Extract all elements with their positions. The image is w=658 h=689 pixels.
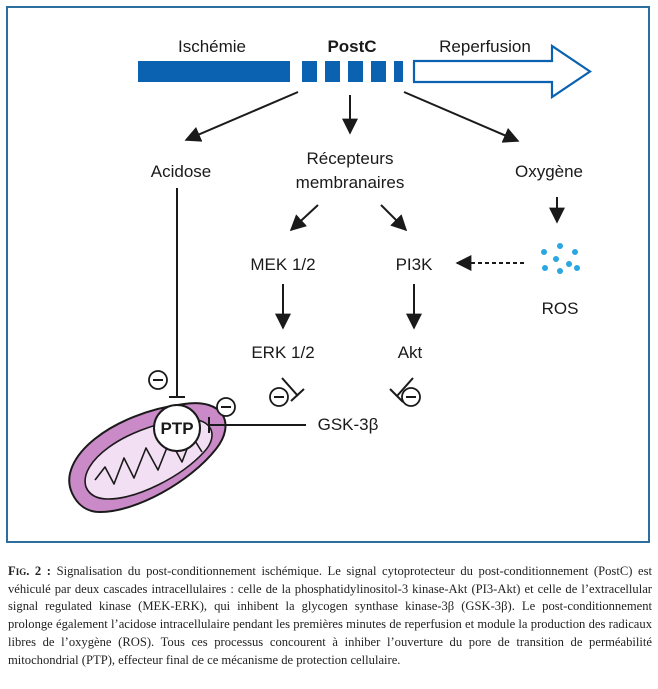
caption-lead: Fig. 2 : xyxy=(8,564,51,578)
minus-icon xyxy=(148,370,168,390)
figure-caption: Fig. 2 : Signalisation du post-condition… xyxy=(8,563,652,669)
ros-dot xyxy=(557,243,563,249)
postc-segment xyxy=(325,61,340,82)
ros-dot xyxy=(553,256,559,262)
ros-dot xyxy=(557,268,563,274)
ros-dot xyxy=(541,249,547,255)
mitochondrion-icon xyxy=(68,402,227,514)
postc-segment xyxy=(371,61,386,82)
ros-dot xyxy=(574,265,580,271)
minus-icon xyxy=(216,397,236,417)
postc-segment xyxy=(302,61,317,82)
minus-icon xyxy=(269,387,289,407)
ptp-circle xyxy=(153,404,201,452)
reperfusion-label: Reperfusion xyxy=(439,37,531,56)
reperfusion-arrow xyxy=(412,43,592,100)
arrow-to-mek xyxy=(289,204,319,232)
signaling-diagram: Ischémie PostC Reperfusion Acidose Récep… xyxy=(68,37,592,514)
timeline-bar xyxy=(138,43,592,100)
erk-inhibition-bar xyxy=(290,388,305,402)
postc-label: PostC xyxy=(327,37,376,56)
ischemia-bar xyxy=(138,61,290,82)
postc-segment xyxy=(348,61,363,82)
arrow-to-acidose xyxy=(184,91,299,142)
oxygene-label: Oxygène xyxy=(515,162,583,181)
ros-dot xyxy=(566,261,572,267)
recepteurs-label: Récepteurs xyxy=(307,149,394,168)
figure-frame xyxy=(6,6,650,543)
erk-label: ERK 1/2 xyxy=(251,343,314,362)
minus-icon xyxy=(401,387,421,407)
ptp-label: PTP xyxy=(160,419,193,438)
postc-segment xyxy=(394,61,403,82)
ros-label: ROS xyxy=(542,299,579,318)
membranaires-label: membranaires xyxy=(296,173,405,192)
ros-dot xyxy=(542,265,548,271)
caption-text: Signalisation du post-conditionnement is… xyxy=(8,564,652,667)
mek-label: MEK 1/2 xyxy=(250,255,315,274)
arrow-to-oxygene xyxy=(403,91,520,143)
acidose-label: Acidose xyxy=(151,162,211,181)
akt-label: Akt xyxy=(398,343,423,362)
erk-inhibition-line xyxy=(281,377,299,397)
pi3k-label: PI3K xyxy=(396,255,434,274)
akt-inhibition-bar xyxy=(389,388,404,403)
ischemia-label: Ischémie xyxy=(178,37,246,56)
ros-dots xyxy=(541,243,580,274)
gsk-label: GSK-3β xyxy=(318,415,379,434)
ros-dot xyxy=(572,249,578,255)
arrow-to-pi3k xyxy=(380,204,408,232)
akt-inhibition-line xyxy=(396,377,414,397)
